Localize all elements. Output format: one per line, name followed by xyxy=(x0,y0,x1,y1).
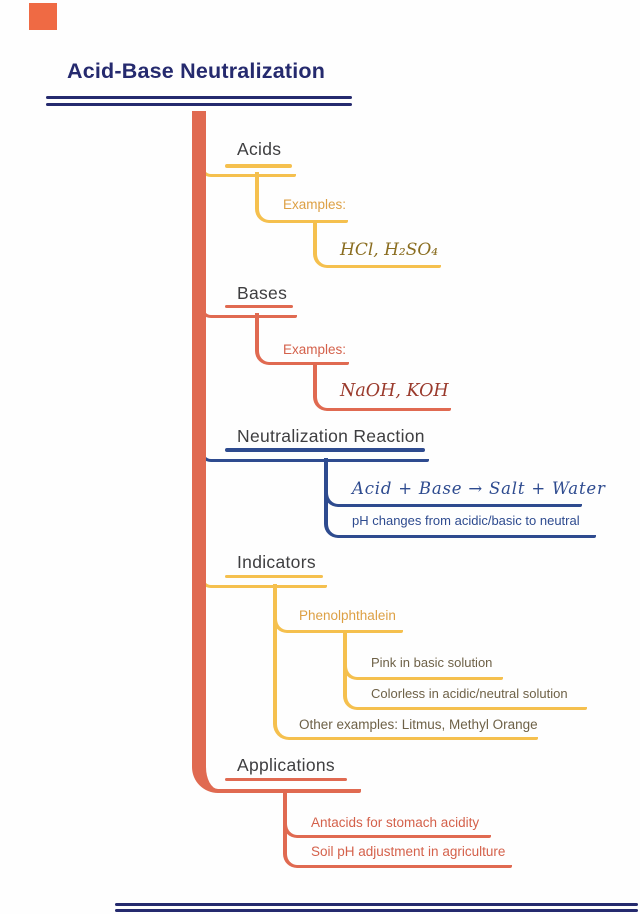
bottom-rule-bottom xyxy=(115,909,638,912)
pink-label: Pink in basic solution xyxy=(371,655,493,670)
phenolphthalein-label: Phenolphthalein xyxy=(299,608,396,623)
applications-label: Applications xyxy=(237,755,335,775)
main-trunk xyxy=(192,111,361,793)
orange-marker-square xyxy=(29,3,57,30)
page-title: Acid-Base Neutralization xyxy=(67,59,326,83)
bases-label: Bases xyxy=(237,283,288,303)
bases-formula-connector xyxy=(313,362,451,411)
title-underline-top xyxy=(46,95,352,99)
antacids-label: Antacids for stomach acidity xyxy=(311,815,480,830)
acids-examples-label: Examples: xyxy=(283,197,347,212)
colorless-label: Colorless in acidic/neutral solution xyxy=(371,686,568,701)
bases-formula: NaOH, KOH xyxy=(340,381,449,401)
title-underline-bottom xyxy=(46,102,352,106)
acids-underline-top xyxy=(225,164,292,168)
phenolphthalein-connector xyxy=(273,584,403,633)
acids-label: Acids xyxy=(237,139,282,159)
antacids-connector xyxy=(283,790,491,838)
neutralization-note: pH changes from acidic/basic to neutral xyxy=(352,513,580,528)
acids-examples-connector xyxy=(255,172,348,223)
bases-examples-label: Examples: xyxy=(283,342,347,357)
acids-formula: HCl, H₂SO₄ xyxy=(340,240,439,260)
indicators-other-connector xyxy=(273,584,538,740)
soil-label: Soil pH adjustment in agriculture xyxy=(311,844,506,859)
neutralization-equation: Acid + Base → Salt + Water xyxy=(352,479,606,498)
bases-underline-top xyxy=(225,304,293,308)
indicators-underline-top xyxy=(225,574,323,578)
bases-examples-connector xyxy=(255,313,349,365)
indicators-label: Indicators xyxy=(237,552,316,572)
neutralization-label: Neutralization Reaction xyxy=(237,426,425,446)
neutralization-underline-top xyxy=(225,448,425,452)
applications-underline-top xyxy=(225,777,347,781)
colorless-connector xyxy=(343,630,587,710)
bottom-rule-top xyxy=(115,903,638,906)
neutralization-equation-connector xyxy=(324,458,582,507)
other-examples-label: Other examples: Litmus, Methyl Orange xyxy=(299,717,538,732)
acids-formula-connector xyxy=(313,220,441,268)
